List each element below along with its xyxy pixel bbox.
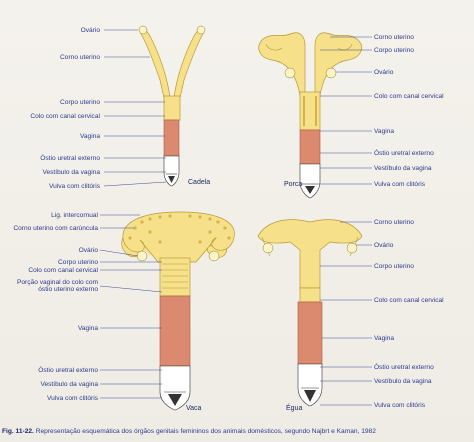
label-porca-colo: Colo com canal cervical xyxy=(374,93,444,100)
label-egua-colo: Colo com canal cervical xyxy=(374,297,444,304)
leader-lines xyxy=(99,29,372,406)
label-egua-ostio: Óstio uretral externo xyxy=(374,362,434,371)
caption-text: Representação esquemática dos órgãos gen… xyxy=(35,428,376,435)
species-name-egua: Égua xyxy=(286,403,302,412)
label-porca-corno-uterino: Corno uterino xyxy=(374,34,414,41)
label-porca-vulva: Vulva com clitóris xyxy=(374,181,426,188)
cadela-vestibule xyxy=(163,155,180,187)
egua-vestibule xyxy=(297,363,323,407)
label-egua-ovario: Ovário xyxy=(374,242,394,249)
labels-vaca: Lig. intercornual Corno uterino com carú… xyxy=(13,212,98,402)
label-vaca-porcao-vaginal-2: óstio uterino externo xyxy=(38,286,98,293)
vaca-diagram xyxy=(121,211,235,411)
vaca-vagina xyxy=(159,295,191,367)
label-cadela-vagina: Vagina xyxy=(80,133,100,140)
label-vaca-vestibulo: Vestíbulo da vagina xyxy=(40,381,98,388)
label-egua-corno-uterino: Corno uterino xyxy=(374,219,414,226)
label-egua-vulva: Vulva com clitóris xyxy=(374,402,426,409)
species-name-porca: Porca xyxy=(284,181,302,188)
figure-caption: Fig. 11-22. Representação esquemática do… xyxy=(2,428,472,435)
label-vaca-colo: Colo com canal cervical xyxy=(28,267,98,274)
porca-diagram xyxy=(258,32,362,199)
label-vaca-lig-intercornual: Lig. intercornual xyxy=(51,212,98,219)
cadela-diagram xyxy=(138,25,206,187)
label-porca-ovario: Ovário xyxy=(374,69,394,76)
cadela-uterine-body xyxy=(163,95,181,121)
vaca-caruncles xyxy=(128,214,231,244)
label-cadela-vestibulo: Vestíbulo da vagina xyxy=(42,169,100,176)
label-vaca-vagina: Vagina xyxy=(78,325,98,332)
species-name-cadela: Cadela xyxy=(188,179,210,186)
label-cadela-colo: Colo com canal cervical xyxy=(30,113,100,120)
label-vaca-ostio: Óstio uretral externo xyxy=(38,365,98,374)
label-egua-vagina: Vagina xyxy=(374,335,394,342)
label-vaca-corno-caruncula: Corno uterino com carúncula xyxy=(13,225,98,232)
cadela-vagina xyxy=(163,119,180,157)
species-name-vaca: Vaca xyxy=(186,405,202,412)
label-cadela-ostio: Óstio uretral externo xyxy=(40,153,100,162)
label-vaca-ovario: Ovário xyxy=(79,247,99,254)
label-egua-corpo-uterino: Corpo uterino xyxy=(374,263,414,270)
label-porca-corpo-uterino: Corpo uterino xyxy=(374,47,414,54)
egua-ovary-left xyxy=(262,242,274,254)
label-vaca-corpo-uterino: Corpo uterino xyxy=(58,259,98,266)
label-vaca-porcao-vaginal-1: Porção vaginal do colo com xyxy=(17,279,99,286)
cadela-ovary-left xyxy=(138,25,148,35)
porca-vagina xyxy=(299,129,321,165)
porca-vestibule xyxy=(299,163,321,199)
label-cadela-corno-uterino: Corno uterino xyxy=(60,54,100,61)
vaca-ovary-left xyxy=(136,250,148,262)
label-cadela-ovario: Ovário xyxy=(81,27,101,34)
vaca-vestibule xyxy=(159,365,191,411)
labels-cadela: Ovário Corno uterino Corpo uterino Colo … xyxy=(30,27,100,190)
labels-porca: Corno uterino Corpo uterino Ovário Colo … xyxy=(374,34,444,188)
labels-egua: Corno uterino Ovário Corpo uterino Colo … xyxy=(374,219,444,409)
label-egua-vestibulo: Vestíbulo da vagina xyxy=(374,378,432,385)
cadela-ovary-right xyxy=(196,25,206,35)
label-porca-vagina: Vagina xyxy=(374,128,394,135)
label-cadela-vulva: Vulva com clitóris xyxy=(49,183,101,190)
vaca-ovary-right xyxy=(208,250,220,262)
label-porca-ostio: Óstio uretral externo xyxy=(374,148,434,157)
egua-uterus xyxy=(257,219,363,289)
porca-ovary-right xyxy=(325,67,337,79)
egua-vagina xyxy=(297,301,323,365)
label-porca-vestibulo: Vestíbulo da vagina xyxy=(374,165,432,172)
label-cadela-corpo-uterino: Corpo uterino xyxy=(60,99,100,106)
vaca-uterine-body xyxy=(159,257,191,297)
egua-ovary-right xyxy=(346,242,358,254)
label-vaca-vulva: Vulva com clitóris xyxy=(47,395,99,402)
egua-diagram xyxy=(257,219,363,407)
figure-number: Fig. 11-22. xyxy=(2,428,34,435)
porca-ovary-left xyxy=(284,67,296,79)
